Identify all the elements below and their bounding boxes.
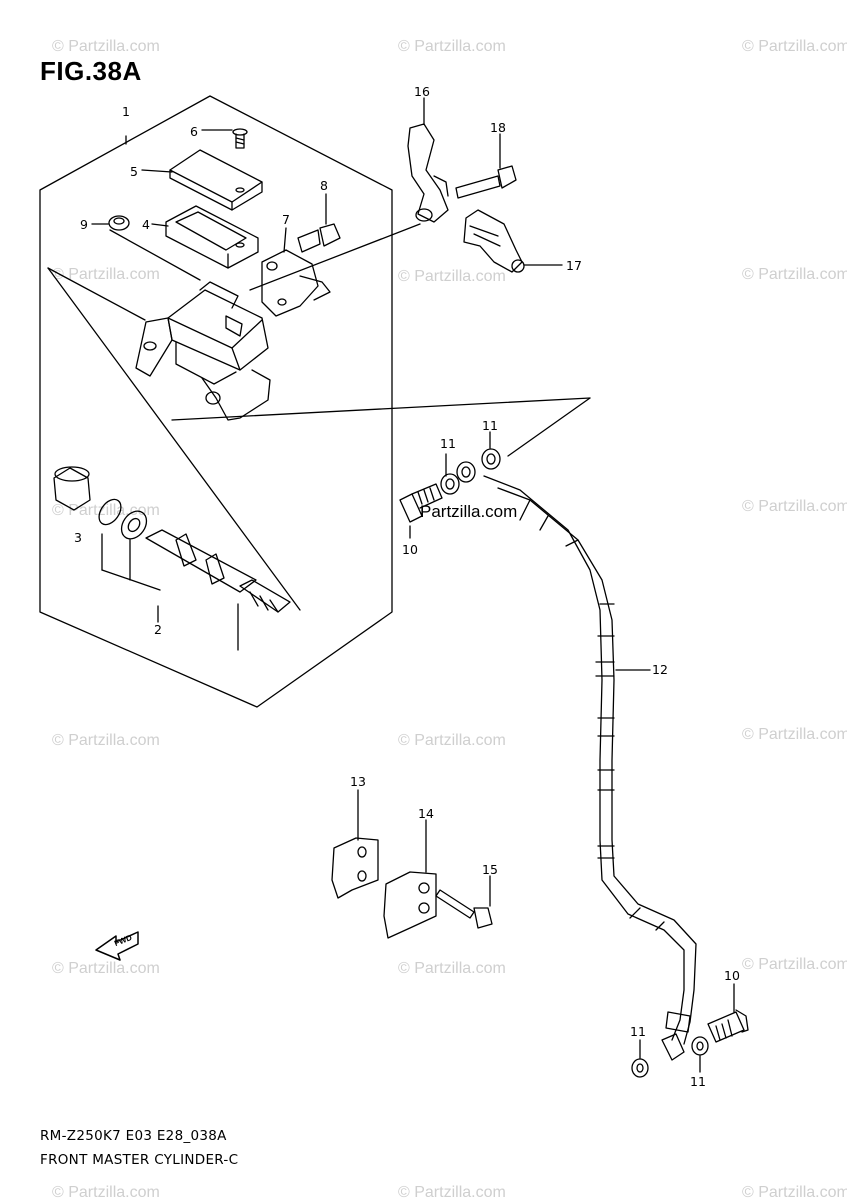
callout-1: 1 xyxy=(122,104,130,119)
leader-line xyxy=(141,169,173,173)
watermark: © Partzilla.com xyxy=(398,732,506,749)
callout-12: 12 xyxy=(652,662,668,677)
callout-4: 4 xyxy=(142,217,150,232)
watermark: © Partzilla.com xyxy=(742,38,847,55)
diaphragm-part-4 xyxy=(165,205,259,269)
callout-10: 10 xyxy=(402,542,418,557)
watermark: © Partzilla.com xyxy=(742,498,847,515)
piston-set-part-2 xyxy=(145,529,291,613)
watermark: © Partzilla.com xyxy=(52,960,160,977)
guide-line xyxy=(47,267,301,611)
lever-part-16 xyxy=(407,123,449,223)
assembly-box-outline xyxy=(39,95,393,708)
guide-line xyxy=(109,229,201,281)
leader-line xyxy=(283,227,287,253)
callout-2: 2 xyxy=(154,622,162,637)
callout-11: 11 xyxy=(482,418,498,433)
callout-11: 11 xyxy=(690,1074,706,1089)
banjo-bolt-part-10 xyxy=(399,483,443,523)
washer-part-11 xyxy=(481,448,501,470)
watermark: © Partzilla.com xyxy=(398,268,506,285)
model-code: RM-Z250K7 E03 E28_038A xyxy=(40,1128,227,1144)
circlip-part-3 xyxy=(98,498,122,526)
piston-cup-part-3 xyxy=(53,466,91,511)
reservoir-cap-part-5 xyxy=(169,149,263,211)
callout-7: 7 xyxy=(282,212,290,227)
switch-part-17 xyxy=(463,209,525,273)
forward-arrow-icon xyxy=(95,931,139,961)
boot-part-9 xyxy=(108,215,130,231)
callout-16: 16 xyxy=(414,84,430,99)
bracket-part-13 xyxy=(331,837,379,899)
figure-title: FIG.38A xyxy=(40,56,142,86)
watermark: © Partzilla.com xyxy=(52,38,160,55)
bolt-part-18 xyxy=(455,165,517,199)
master-cylinder-body xyxy=(135,281,271,421)
assembly-name: FRONT MASTER CYLINDER-C xyxy=(40,1152,239,1168)
banjo-bolt-part-10 xyxy=(707,1009,749,1043)
washer-part-11 xyxy=(631,1058,649,1078)
bolt-part-15 xyxy=(435,889,493,929)
callout-11: 11 xyxy=(440,436,456,451)
washer-part-11 xyxy=(456,461,476,483)
callout-14: 14 xyxy=(418,806,434,821)
leader-line xyxy=(101,569,161,591)
callout-8: 8 xyxy=(320,178,328,193)
watermark: © Partzilla.com xyxy=(52,266,160,283)
screw-part-6 xyxy=(232,128,248,149)
guide-line xyxy=(507,397,591,457)
callout-9: 9 xyxy=(80,217,88,232)
clamp-part-7 xyxy=(261,249,331,317)
washer-part-11 xyxy=(691,1036,709,1056)
washer-part-11 xyxy=(440,473,460,495)
callout-6: 6 xyxy=(190,124,198,139)
guide-line xyxy=(47,267,146,321)
callout-3: 3 xyxy=(74,530,82,545)
watermark: © Partzilla.com xyxy=(742,726,847,743)
callout-18: 18 xyxy=(490,120,506,135)
washer-part-3 xyxy=(120,510,148,540)
callout-17: 17 xyxy=(566,258,582,273)
guide-line xyxy=(249,223,421,291)
watermark: © Partzilla.com xyxy=(398,960,506,977)
callout-11: 11 xyxy=(630,1024,646,1039)
watermark: © Partzilla.com xyxy=(398,1184,506,1201)
bolt-part-8 xyxy=(297,223,341,253)
watermark: © Partzilla.com xyxy=(52,1184,160,1201)
callout-10: 10 xyxy=(724,968,740,983)
watermark: © Partzilla.com xyxy=(742,956,847,973)
callout-13: 13 xyxy=(350,774,366,789)
watermark: © Partzilla.com xyxy=(742,266,847,283)
callout-5: 5 xyxy=(130,164,138,179)
watermark: © Partzilla.com xyxy=(52,732,160,749)
brake-hose-part-12 xyxy=(483,475,697,1061)
leader-line xyxy=(151,223,169,227)
callout-15: 15 xyxy=(482,862,498,877)
guide-line xyxy=(171,397,591,421)
watermark: © Partzilla.com xyxy=(398,38,506,55)
bracket-part-14 xyxy=(383,871,437,939)
watermark: © Partzilla.com xyxy=(742,1184,847,1201)
inline-watermark: Partzilla.com xyxy=(420,502,518,521)
